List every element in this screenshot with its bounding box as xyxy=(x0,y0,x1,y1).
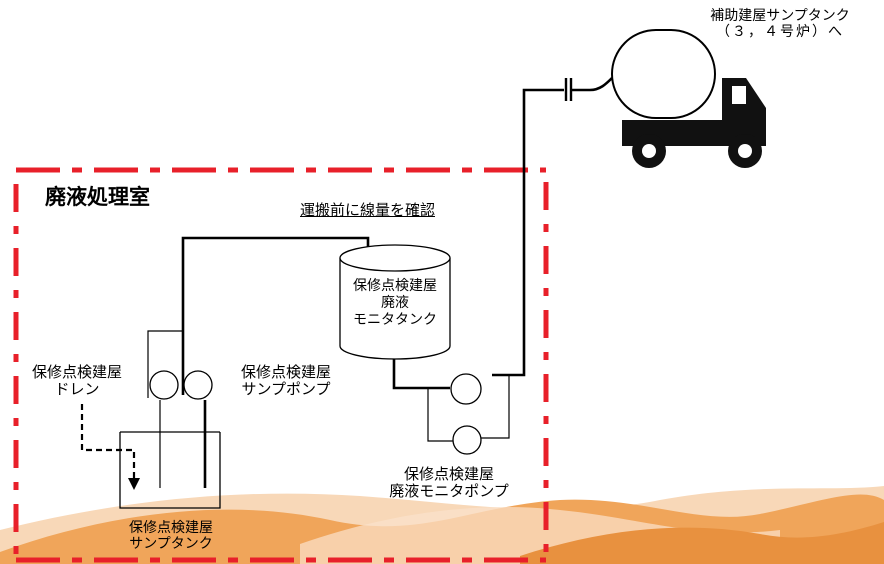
drain-line1: 保修点検建屋 xyxy=(31,363,122,381)
room-boundary xyxy=(13,167,549,564)
monitor-pump-line2: 廃液モニタポンプ xyxy=(389,482,509,501)
destination-line1: 補助建屋サンプタンク xyxy=(710,8,850,24)
truck-inlet-pipe xyxy=(571,77,613,92)
monitor-pump-link xyxy=(481,374,510,439)
drain-label: 保修点検建屋 ドレン xyxy=(6,363,148,399)
monitor-tank-line2: 廃液 xyxy=(381,294,409,311)
monitor-pump-label: 保修点検建屋 廃液モニタポンプ xyxy=(372,465,526,501)
sump-pump-line1: 保修点検建屋 xyxy=(240,363,331,381)
monitor-tank-line1: 保修点検建屋 xyxy=(353,278,437,294)
room-title: 廃液処理室 xyxy=(45,185,150,209)
sump-pump-label: 保修点検建屋 サンプポンプ xyxy=(214,363,358,399)
drain-arrow xyxy=(80,404,140,490)
drain-line2: ドレン xyxy=(54,380,100,399)
sump-tank-label: 保修点検建屋 サンプタンク xyxy=(98,520,244,552)
destination-line2: （３，４号炉）へ xyxy=(716,24,844,41)
sump-tank-line2: サンプタンク xyxy=(129,536,213,553)
monitor-pump-bypass xyxy=(427,387,453,442)
sump-pump-line2: サンプポンプ xyxy=(241,380,331,399)
destination-label: 補助建屋サンプタンク （３，４号炉）へ xyxy=(682,8,878,40)
monitor-tank-label: 保修点検建屋 廃液 モニタタンク xyxy=(338,278,452,328)
pipe-flange xyxy=(564,78,573,101)
sump-tank xyxy=(119,432,221,509)
sump-pump-right xyxy=(183,370,213,400)
monitor-tank-line3: モニタタンク xyxy=(353,311,437,328)
tank-truck-icon xyxy=(611,29,766,168)
decorative-waves xyxy=(0,486,884,564)
sump-tank-line1: 保修点検建屋 xyxy=(129,520,213,536)
monitor-pump-line1: 保修点検建屋 xyxy=(403,465,494,483)
sump-pump-left xyxy=(149,370,179,400)
monitor-tank xyxy=(339,244,451,360)
wave-crest xyxy=(520,522,884,564)
dose-check-note: 運搬前に線量を確認 xyxy=(300,201,436,219)
monitor-pump-upper xyxy=(450,373,482,405)
transfer-pipe xyxy=(492,88,564,377)
tank-outlet-pipe xyxy=(392,352,450,390)
monitor-pump-lower xyxy=(452,425,482,455)
